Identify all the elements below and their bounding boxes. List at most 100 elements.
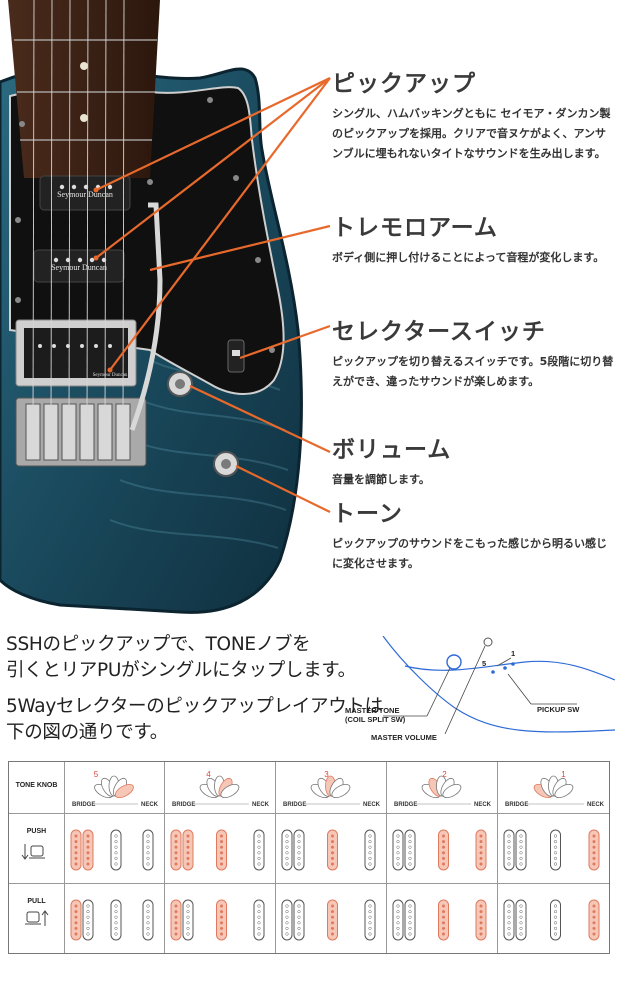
selector-leaf <box>331 783 351 799</box>
callout-lines <box>95 77 331 513</box>
feature-selector: セレクタースイッチ ピックアップを切り替えるスイッチです。5段階に切り替えができ… <box>332 312 614 392</box>
pole-piece <box>174 834 178 838</box>
pole-piece <box>257 904 261 908</box>
pole-piece <box>74 904 78 908</box>
pole-piece <box>174 926 178 930</box>
pole-piece <box>114 840 118 844</box>
pole-piece <box>441 904 446 908</box>
pole-piece <box>368 904 372 908</box>
pole-piece <box>86 915 90 919</box>
pole-piece <box>330 910 335 914</box>
pole-piece <box>408 845 412 849</box>
pole-piece <box>86 856 90 860</box>
pole-piece <box>396 926 400 930</box>
pole-piece <box>257 926 261 930</box>
pole-piece <box>592 915 596 919</box>
pole-piece <box>330 904 335 908</box>
pole-piece <box>441 910 446 914</box>
pole-piece <box>408 862 412 866</box>
pole-piece <box>186 862 190 866</box>
pickup-coil <box>364 899 376 941</box>
pole-piece <box>285 856 289 860</box>
pole-piece <box>553 834 558 838</box>
pickup-coil <box>142 829 154 871</box>
pole-piece <box>174 910 178 914</box>
pole-piece <box>297 921 301 925</box>
feature-title: ピックアップ <box>332 71 476 97</box>
selector-leaf <box>554 783 574 799</box>
feature-desc: シングル、ハムバッキングともに セイモア・ダンカン製のピックアップを採用。クリア… <box>332 107 611 160</box>
pickup-coil <box>110 899 122 941</box>
neck-pickup-brand: Seymour Duncan <box>57 190 113 199</box>
pole-piece <box>297 915 301 919</box>
pole-piece <box>507 834 511 838</box>
feature-desc: 音量を調節します。 <box>332 473 430 486</box>
bridge-label: BRIDGE <box>72 802 95 808</box>
pole-piece <box>285 932 289 936</box>
feature-title: トレモロアーム <box>332 215 498 241</box>
pole-piece <box>297 862 301 866</box>
pickup-coil <box>475 829 487 871</box>
pole-piece <box>114 915 118 919</box>
pole-piece <box>553 915 558 919</box>
pole-piece <box>479 904 483 908</box>
pole-piece <box>441 921 446 925</box>
pole-piece <box>479 840 483 844</box>
pole-piece <box>507 845 511 849</box>
feature-pickup: ピックアップ シングル、ハムバッキングともに セイモア・ダンカン製のピックアップ… <box>332 64 614 164</box>
pole-piece <box>146 910 150 914</box>
pole-piece <box>86 840 90 844</box>
pole-piece <box>553 926 558 930</box>
pole-piece <box>74 932 78 936</box>
pole-piece <box>74 851 78 855</box>
coil-split-label: (COIL SPLIT SW) <box>345 715 406 724</box>
pole-piece <box>174 932 178 936</box>
pole-piece <box>186 845 190 849</box>
pole-piece <box>507 856 511 860</box>
pole-piece <box>479 910 483 914</box>
position-number: 2 <box>442 770 447 779</box>
pole-piece <box>368 910 372 914</box>
pole-piece <box>441 845 446 849</box>
pole-piece <box>219 856 224 860</box>
pole-piece <box>479 845 483 849</box>
pole-piece <box>507 926 511 930</box>
pole-piece <box>186 926 190 930</box>
pole-piece <box>330 926 335 930</box>
pole-piece <box>257 845 261 849</box>
pickup-coil <box>281 829 293 871</box>
feature-desc: ボディ側に押し付けることによって音程が変化します。 <box>332 251 605 264</box>
pole-piece <box>114 862 118 866</box>
pole-piece <box>114 851 118 855</box>
pole-piece <box>396 910 400 914</box>
pole-piece <box>368 926 372 930</box>
pole-piece <box>330 932 335 936</box>
pickup-coil <box>503 899 515 941</box>
pole-piece <box>330 915 335 919</box>
pole-piece <box>368 834 372 838</box>
pole-piece <box>519 932 523 936</box>
pole-piece <box>441 915 446 919</box>
middle-pickup-brand: Seymour Duncan <box>51 263 107 272</box>
pole-piece <box>479 921 483 925</box>
pole-piece <box>330 921 335 925</box>
pole-piece <box>553 932 558 936</box>
pole-piece <box>297 904 301 908</box>
pole-piece <box>186 851 190 855</box>
pole-piece <box>396 834 400 838</box>
pole-piece <box>396 856 400 860</box>
pole-piece <box>146 862 150 866</box>
pole-piece <box>408 904 412 908</box>
pole-piece <box>285 862 289 866</box>
pickup-coil <box>82 829 94 871</box>
pole-piece <box>74 926 78 930</box>
pole-piece <box>285 921 289 925</box>
pole-piece <box>285 840 289 844</box>
pickup-coil <box>170 899 182 941</box>
selector-leaf <box>220 783 240 799</box>
pole-piece <box>297 910 301 914</box>
pole-piece <box>174 904 178 908</box>
pole-piece <box>114 926 118 930</box>
pole-piece <box>285 845 289 849</box>
